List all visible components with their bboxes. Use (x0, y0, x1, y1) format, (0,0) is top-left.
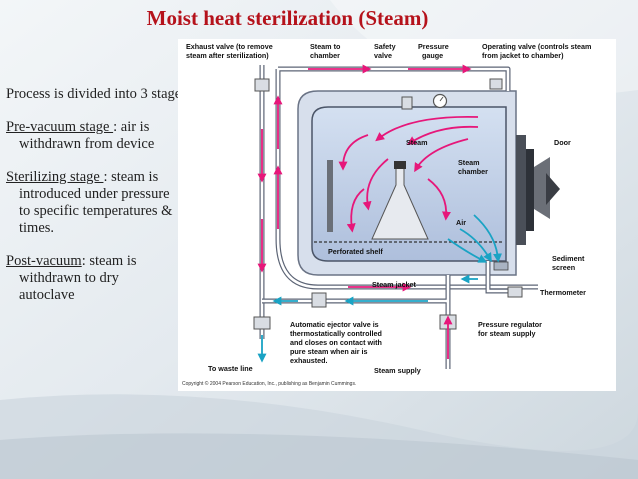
steam-arrow (375, 115, 479, 142)
door (516, 135, 560, 245)
bullet-post-vacuum-tail: : steam is (81, 253, 137, 269)
ejector-valve (311, 292, 327, 308)
bullet-post-vacuum-line: autoclave (19, 287, 75, 303)
safety-valve (401, 96, 413, 110)
bullet-sterilizing-tail: : steam is (103, 169, 159, 185)
air-arrow (447, 238, 488, 263)
bullet-post-vacuum-head: Post-vacuum (6, 253, 82, 269)
bullet-post-vacuum: Post-vacuum: steam is withdrawn to dry a… (6, 253, 242, 304)
steam-arrow (427, 178, 451, 221)
sediment-screen (493, 261, 509, 271)
bullet-post-vacuum-line: withdrawn to dry (19, 270, 119, 286)
steam-arrow (414, 138, 469, 173)
label-air: Air (456, 218, 466, 227)
slide-title: Moist heat sterilization (Steam) (146, 6, 429, 30)
label-door: Door (554, 138, 571, 147)
bullet-sterilizing-head: Sterilizing stage (6, 169, 104, 185)
label-thermometer: Thermometer (540, 288, 586, 297)
waste-valve (253, 316, 271, 330)
steam-arrow (406, 125, 479, 145)
air-arrow (459, 228, 492, 263)
steam-arrow (362, 158, 389, 211)
bullet-sterilizing-line: times. (19, 220, 55, 236)
bullet-list: Process is divided into 3 stages: Pre-va… (6, 86, 242, 320)
label-perforated-shelf: Perforated shelf (328, 247, 383, 256)
steam-arrow (338, 134, 369, 171)
thermometer (507, 286, 523, 298)
bullet-intro: Process is divided into 3 stages: (6, 86, 242, 103)
label-ejector-valve: Automatic ejector valve is thermostatica… (290, 320, 384, 365)
bullet-pre-vacuum-line: withdrawn from device (19, 136, 155, 152)
bullet-pre-vacuum-tail: : air is (113, 119, 150, 135)
bullet-intro-text: Process is divided into 3 stages: (6, 86, 191, 102)
label-steam-supply: Steam supply (374, 366, 421, 375)
exhaust-valve (254, 78, 270, 92)
bullet-sterilizing-line: introduced under pressure (19, 186, 170, 202)
bullet-sterilizing-line: to specific temperatures & (19, 203, 173, 219)
copyright-notice: Copyright © 2004 Pearson Education, Inc.… (182, 380, 356, 387)
flask-cap (394, 161, 406, 169)
label-steam: Steam (406, 138, 428, 147)
operating-valve (489, 78, 503, 90)
steam-arrow (346, 188, 365, 233)
chamber-wall-insert (327, 160, 333, 232)
bullet-sterilizing: Sterilizing stage : steam is introduced … (6, 169, 242, 237)
bullet-pre-vacuum-head: Pre-vacuum stage (6, 119, 114, 135)
jacket-pipe-top (278, 66, 511, 91)
label-waste-line: To waste line (208, 364, 253, 373)
air-arrow (473, 214, 503, 263)
bullet-pre-vacuum: Pre-vacuum stage : air is withdrawn from… (6, 119, 242, 153)
label-steam-jacket: Steam jacket (372, 280, 417, 289)
steam-chamber (311, 106, 507, 262)
